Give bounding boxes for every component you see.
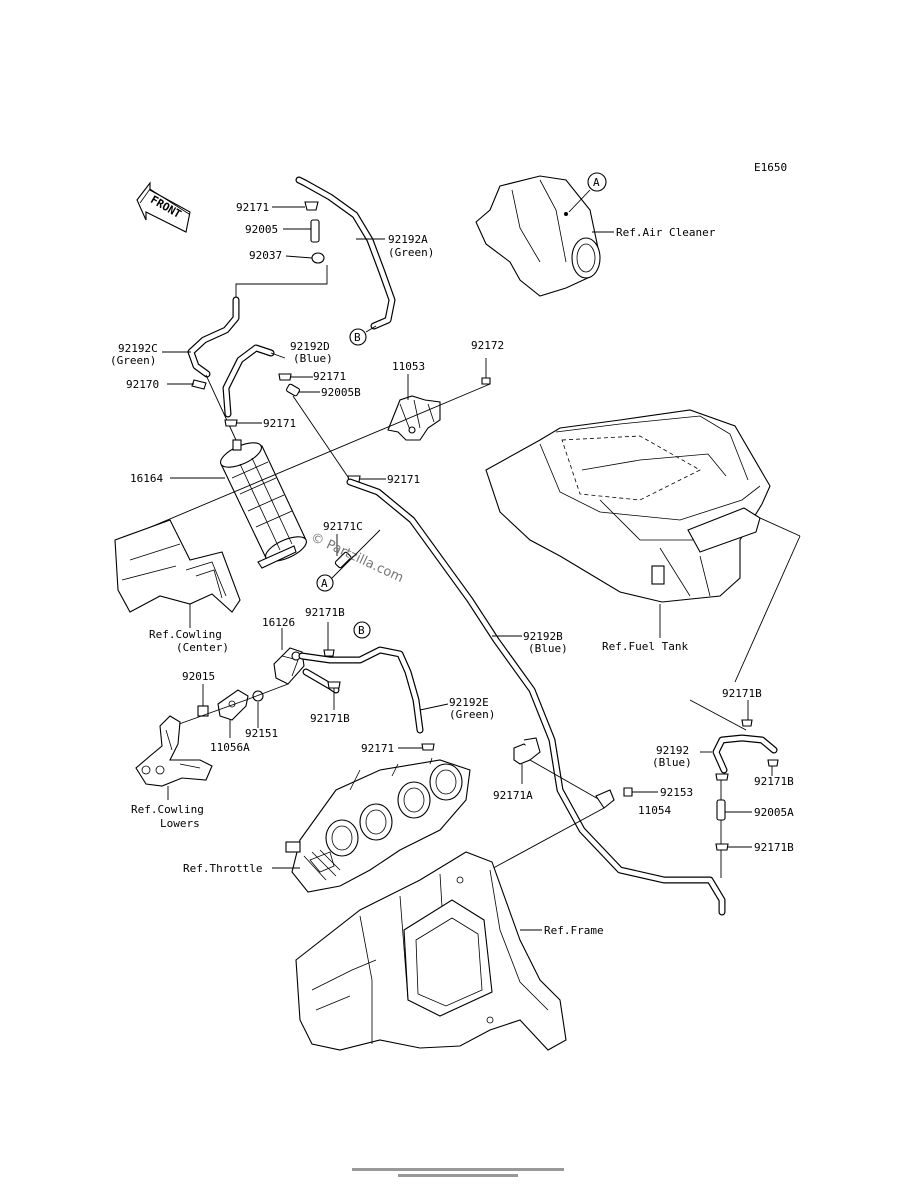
label-92015: 92015: [182, 670, 215, 683]
label-92192e: 92192E: [449, 696, 489, 709]
clamp-92171-mid: [224, 419, 238, 427]
svg-text:B: B: [354, 331, 361, 344]
ref-cowling-center: Ref.Cowling: [149, 628, 222, 641]
label-92005a: 92005A: [754, 806, 794, 819]
bolt-92153: [623, 787, 633, 797]
ref-frame: Ref.Frame: [544, 924, 604, 937]
ref-throttle: Ref.Throttle: [183, 862, 262, 875]
label-92192b: 92192B: [523, 630, 563, 643]
fitting-92171c: [334, 551, 352, 569]
label-92171-mid: 92171: [263, 417, 296, 430]
label-92005: 92005: [245, 223, 278, 236]
air-cleaner: [475, 175, 601, 297]
label-11054: 11054: [638, 804, 671, 817]
label-92171b-a: 92171B: [305, 606, 345, 619]
fitting-92005: [310, 219, 320, 243]
bracket-11054: [595, 789, 615, 809]
hose-92192d: [222, 344, 275, 418]
clamp-92171b-a: [323, 649, 335, 657]
fitting-92005b: [285, 383, 301, 397]
hose-92192b: [346, 478, 726, 916]
label-92151: 92151: [245, 727, 278, 740]
ref-fuel-tank: Ref.Fuel Tank: [602, 640, 688, 653]
label-92192-color: (Blue): [652, 756, 692, 769]
label-92192: 92192: [656, 744, 689, 757]
label-92192a-color: (Green): [388, 246, 434, 259]
ref-cowling-lowers-2: Lowers: [160, 817, 200, 830]
label-92192b-color: (Blue): [528, 642, 568, 655]
marker-a-top: A: [587, 172, 607, 192]
marker-a-lower: A: [316, 574, 334, 592]
ref-cowling-lowers: Ref.Cowling: [131, 803, 204, 816]
diagram-code: E1650: [754, 161, 787, 174]
clamp-92171b-d: [767, 759, 779, 767]
label-92153: 92153: [660, 786, 693, 799]
valve-16126: [273, 647, 305, 685]
label-92192d-color: (Blue): [293, 352, 333, 365]
label-16126: 16126: [262, 616, 295, 629]
front-arrow-icon: FRONT: [136, 181, 191, 233]
clamp-92171-lower: [421, 743, 435, 751]
hose-92192a: [295, 176, 396, 330]
clamp-92171b-b: [327, 681, 341, 689]
cowling-center: [114, 519, 241, 613]
bracket-11053: [387, 395, 441, 441]
fitting-left-clamp: [715, 773, 729, 781]
label-92192c-color: (Green): [110, 354, 156, 367]
label-11053: 11053: [392, 360, 425, 373]
bracket-92171a: [513, 737, 541, 765]
label-92171a: 92171A: [493, 789, 533, 802]
fitting-92171-top: [304, 201, 319, 211]
throttle-bodies: [285, 757, 471, 893]
bolt-92151: [252, 690, 264, 702]
marker-b-lower: B: [353, 621, 371, 639]
svg-text:A: A: [593, 176, 600, 189]
footer-copyright-line-1: [352, 1168, 564, 1171]
label-92005b: 92005B: [321, 386, 361, 399]
footer-copyright-line-2: [398, 1174, 518, 1177]
ref-air-cleaner: Ref.Air Cleaner: [616, 226, 716, 239]
label-92192a: 92192A: [388, 233, 428, 246]
label-92037: 92037: [249, 249, 282, 262]
label-92170: 92170: [126, 378, 159, 391]
marker-b-top: B: [349, 328, 367, 346]
fuel-tank: [485, 409, 771, 603]
label-92171b-e: 92171B: [754, 841, 794, 854]
label-92172: 92172: [471, 339, 504, 352]
cowling-lowers: [135, 715, 213, 787]
svg-text:B: B: [358, 624, 365, 637]
label-92171b-c: 92171B: [722, 687, 762, 700]
clamp-92171-d: [278, 373, 292, 381]
label-92171-d: 92171: [313, 370, 346, 383]
label-92171c: 92171C: [323, 520, 363, 533]
bolt-92172: [481, 377, 491, 385]
clamp-92171b-c: [741, 719, 753, 727]
label-92171-top: 92171: [236, 201, 269, 214]
hose-92192c: [187, 296, 240, 378]
clamp-92171b-e: [715, 843, 729, 851]
canister-16164: [220, 439, 307, 569]
frame: [295, 851, 567, 1051]
label-92171-center: 92171: [387, 473, 420, 486]
fitting-92005a: [716, 799, 726, 821]
ref-cowling-center-2: (Center): [176, 641, 229, 654]
hose-92192: [712, 734, 778, 774]
clamp-92170: [191, 379, 207, 390]
label-92171-lower: 92171: [361, 742, 394, 755]
label-92171b-b: 92171B: [310, 712, 350, 725]
label-11056a: 11056A: [210, 741, 250, 754]
label-92192e-color: (Green): [449, 708, 495, 721]
svg-text:A: A: [321, 577, 328, 590]
fitting-92037: [311, 252, 325, 264]
label-92192c: 92192C: [118, 342, 158, 355]
label-92171b-d: 92171B: [754, 775, 794, 788]
label-16164: 16164: [130, 472, 163, 485]
label-92192d: 92192D: [290, 340, 330, 353]
